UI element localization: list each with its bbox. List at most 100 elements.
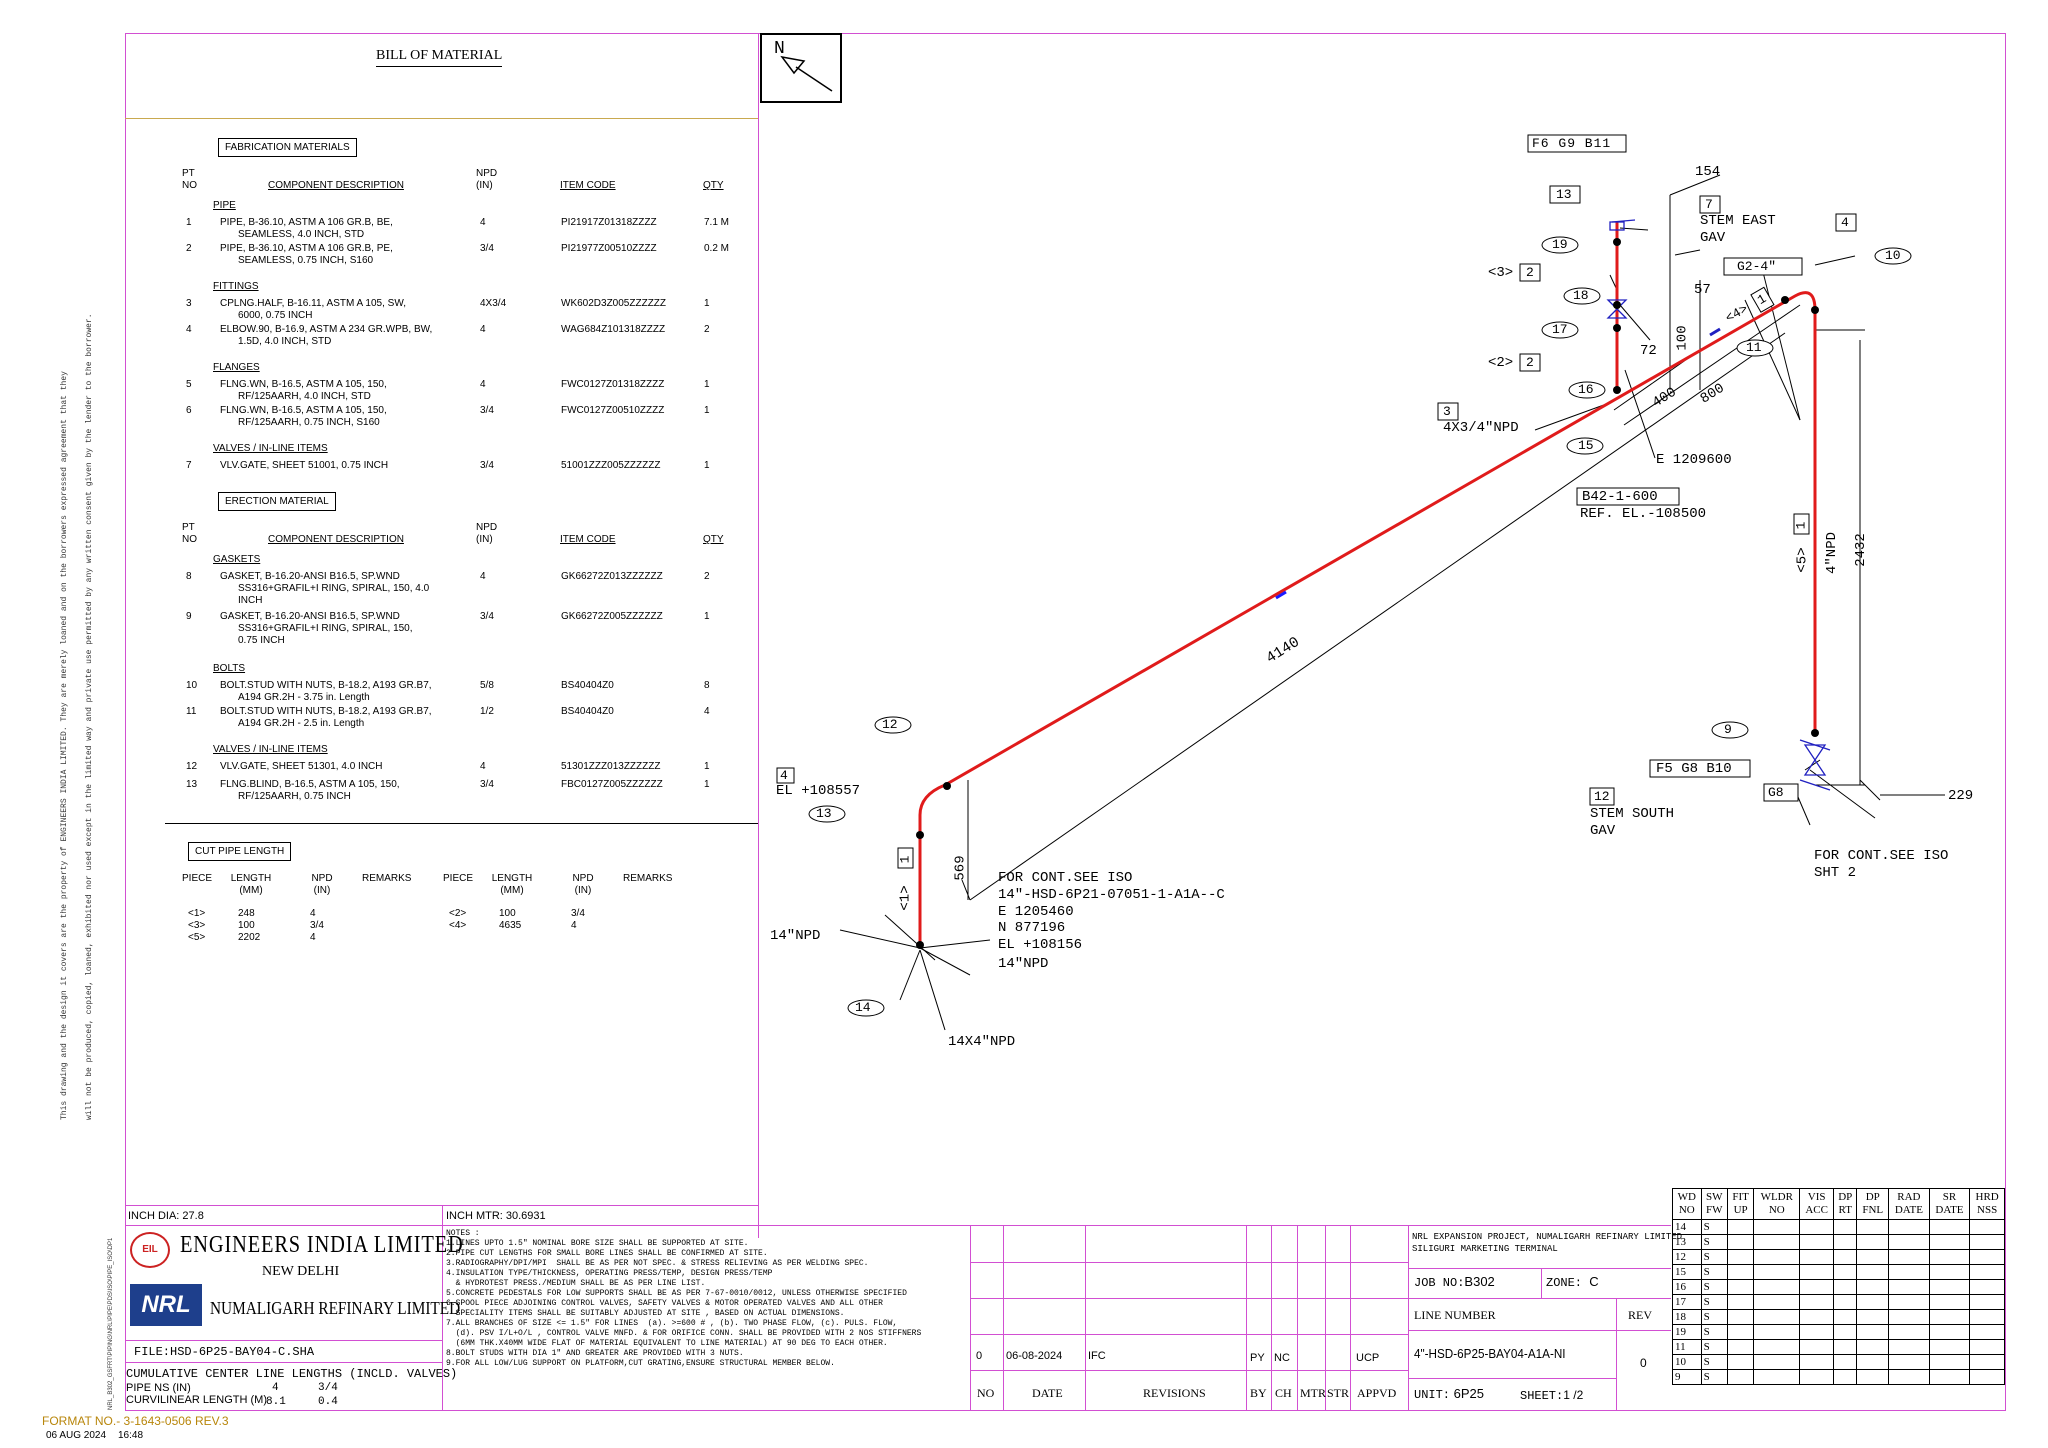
weld-cell xyxy=(1833,1294,1858,1310)
lbl-569: 569 xyxy=(952,855,969,881)
weld-cell: S xyxy=(1700,1309,1728,1325)
bom-desc-2: RF/125AARH, 0.75 INCH, S160 xyxy=(238,417,380,428)
bom-desc: VLV.GATE, SHEET 51301, 4.0 INCH xyxy=(220,761,383,772)
weld-cell: S xyxy=(1700,1354,1728,1370)
weld-cell: S xyxy=(1700,1234,1728,1250)
note-line: 6.SPOOL PIECE ADJOINING CONTROL VALVES, … xyxy=(446,1299,883,1308)
weld-cell xyxy=(1799,1354,1835,1370)
weld-cell xyxy=(1856,1249,1890,1265)
weld-header-top: HRD xyxy=(1975,1191,1999,1203)
bom-item-code: 51301ZZZ013ZZZZZZ xyxy=(561,761,661,772)
weld-cell xyxy=(1888,1309,1930,1325)
bom-item-code: BS40404Z0 xyxy=(561,706,614,717)
weld-cell xyxy=(1969,1324,2005,1340)
weld-header-bottom: ACC xyxy=(1805,1204,1828,1216)
bom-qty: 1 xyxy=(704,460,710,471)
weld-header-bottom: NO xyxy=(1768,1204,1785,1216)
weld-cell xyxy=(1753,1309,1801,1325)
weld-cell xyxy=(1726,1324,1755,1340)
bom-desc: FLNG.WN, B-16.5, ASTM A 105, 150, xyxy=(220,405,387,416)
weld-cell xyxy=(1799,1339,1835,1355)
bom-group-name: PIPE xyxy=(213,200,236,211)
weld-cell xyxy=(1726,1294,1755,1310)
weld-cell xyxy=(1726,1219,1755,1235)
lbl-16: 16 xyxy=(1578,382,1594,397)
weld-cell xyxy=(1726,1249,1755,1265)
cut-npd: 4 xyxy=(571,920,577,931)
lbl-12a: 12 xyxy=(882,717,898,732)
weld-cell xyxy=(1753,1324,1801,1340)
weld-cell xyxy=(1856,1264,1890,1280)
rev-date: 06-08-2024 xyxy=(1006,1350,1063,1362)
bom-pt-no: 5 xyxy=(186,379,192,390)
hdr-itemcode-2: ITEM CODE xyxy=(560,534,616,545)
rev-hdr-revisions: REVISIONS xyxy=(1143,1386,1206,1400)
weld-header-bottom: DATE xyxy=(1894,1204,1923,1216)
cut-piece: <3> xyxy=(188,920,206,931)
weld-cell: S xyxy=(1700,1279,1728,1295)
note-line: 8.BOLT STUDS WITH DIA 1" AND GREATER ARE… xyxy=(446,1349,744,1358)
bom-desc: PIPE, B-36.10, ASTM A 106 GR.B, PE, xyxy=(220,243,393,254)
weld-cell xyxy=(1726,1264,1755,1280)
lbl-stem-south: STEM SOUTH xyxy=(1590,806,1675,822)
cut-hdr-npd: NPD (IN) xyxy=(572,873,594,896)
curv-2: 0.4 xyxy=(318,1396,338,1408)
lbl-11: 11 xyxy=(1746,340,1762,355)
weld-cell xyxy=(1799,1234,1835,1250)
lbl-g8: G8 xyxy=(1768,785,1784,800)
lbl-3sq: <3> xyxy=(1488,265,1514,281)
valve-symbols xyxy=(1606,219,1831,791)
client-name: NUMALIGARH REFINARY LIMITED xyxy=(210,1298,461,1318)
line-rev: 0 xyxy=(1640,1356,1647,1370)
bom-item-code: FWC0127Z00510ZZZZ xyxy=(561,405,665,416)
bom-item-code: GK66272Z013ZZZZZZ xyxy=(561,571,663,582)
lbl-14: 14 xyxy=(855,1000,871,1015)
bom-qty: 0.2 M xyxy=(704,243,730,254)
bom-npd: 4 xyxy=(480,324,486,335)
weld-cell: 19 xyxy=(1672,1324,1702,1340)
bom-item-code: 51001ZZZ005ZZZZZZ xyxy=(561,460,661,471)
line-number-label: LINE NUMBER xyxy=(1414,1308,1496,1322)
bom-pt-no: 6 xyxy=(186,405,192,416)
lbl-g24: G2-4" xyxy=(1737,259,1777,274)
bom-divider xyxy=(758,33,759,1238)
lbl-f6g9b11: F6 G9 B11 xyxy=(1532,136,1612,151)
weld-cell: S xyxy=(1700,1369,1728,1385)
bom-desc-3: 0.75 INCH xyxy=(238,635,285,646)
weld-header-top: WD xyxy=(1677,1191,1696,1203)
weld-cell xyxy=(1888,1294,1930,1310)
bom-pt-no: 3 xyxy=(186,298,192,309)
weld-cell xyxy=(1833,1354,1858,1370)
weld-cell xyxy=(1833,1309,1858,1325)
zone: ZONE: C xyxy=(1546,1274,1599,1290)
bom-qty: 1 xyxy=(704,405,710,416)
pipe-ns-2: 3/4 xyxy=(318,1382,338,1394)
hdr-desc: COMPONENT DESCRIPTION xyxy=(268,180,404,191)
line-number: 4"-HSD-6P25-BAY04-A1A-NI xyxy=(1414,1346,1566,1361)
weld-cell xyxy=(1928,1264,1971,1280)
weld-header-top: VIS xyxy=(1807,1191,1826,1203)
lbl-f5g8b10: F5 G8 B10 xyxy=(1656,761,1732,777)
bom-group-name: BOLTS xyxy=(213,663,246,674)
lbl-13a: 13 xyxy=(1556,187,1572,202)
lbl-1c: <1> xyxy=(897,885,914,911)
bom-desc-2: 6000, 0.75 INCH xyxy=(238,310,313,321)
bom-desc: VLV.GATE, SHEET 51001, 0.75 INCH xyxy=(220,460,389,471)
note-line: 4.INSULATION TYPE/THICKNESS, OPERATING P… xyxy=(446,1269,773,1278)
note-line: 9.FOR ALL LOW/LUG SUPPORT ON PLATFORM,CU… xyxy=(446,1359,835,1368)
bom-desc-2: SS316+GRAFIL+I RING, SPIRAL, 150, xyxy=(238,623,413,634)
lbl-57: 57 xyxy=(1694,282,1711,298)
cut-npd: 3/4 xyxy=(571,908,585,919)
rev-hdr-date: DATE xyxy=(1032,1386,1063,1400)
weld-cell xyxy=(1856,1369,1890,1385)
weld-cell: 10 xyxy=(1672,1354,1702,1370)
bom-group-name: VALVES / IN-LINE ITEMS xyxy=(213,443,328,454)
